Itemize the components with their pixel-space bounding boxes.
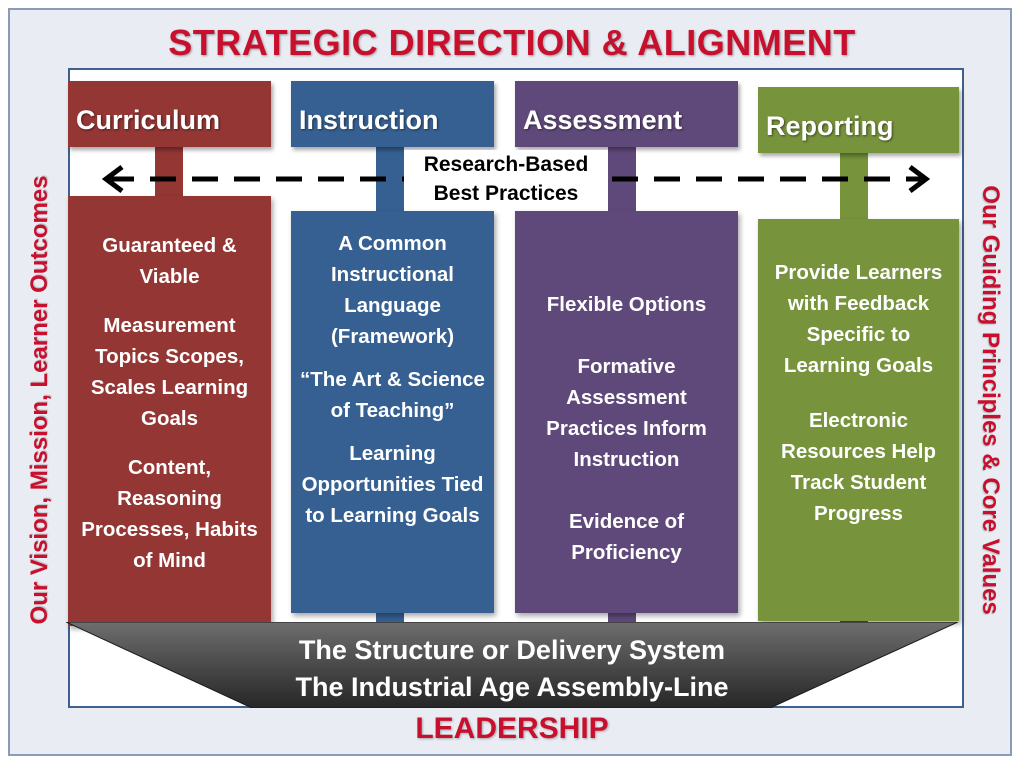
delivery-system-banner <box>66 622 958 708</box>
assessment-item: Flexible Options <box>546 293 707 316</box>
delivery-system-line2: The Industrial Age Assembly-Line <box>295 672 729 702</box>
curriculum-header: Curriculum <box>68 81 271 147</box>
curriculum-item: Guaranteed & Viable <box>102 234 237 288</box>
curriculum-header-label: Curriculum <box>76 105 221 135</box>
assessment-header-label: Assessment <box>523 105 683 135</box>
reporting-item: Provide Learners with Feedback Specific … <box>774 261 943 377</box>
double-headed-dashed-arrow <box>101 165 931 193</box>
curriculum-body: Guaranteed & Viable Measurement Topics S… <box>68 196 271 626</box>
curriculum-item: Content, Reasoning Processes, Habits of … <box>81 456 258 572</box>
instruction-header: Instruction <box>291 81 494 147</box>
instruction-item: A Common Instructional Language (Framewo… <box>330 232 455 348</box>
delivery-system-text: The Structure or Delivery System The Ind… <box>0 632 1024 706</box>
assessment-item: Formative Assessment Practices Inform In… <box>546 355 707 471</box>
assessment-body: Flexible Options Formative Assessment Pr… <box>515 211 738 613</box>
instruction-body: A Common Instructional Language (Framewo… <box>291 211 494 613</box>
instruction-item: Learning Opportunities Tied to Learning … <box>301 442 484 527</box>
curriculum-connector <box>155 146 183 198</box>
reporting-connector <box>840 152 868 220</box>
delivery-system-line1: The Structure or Delivery System <box>298 635 726 665</box>
assessment-header: Assessment <box>515 81 738 147</box>
leadership-label: LEADERSHIP <box>415 712 609 745</box>
reporting-header-label: Reporting <box>766 111 894 141</box>
curriculum-item: Measurement Topics Scopes, Scales Learni… <box>90 314 249 430</box>
reporting-header: Reporting <box>758 87 959 153</box>
reporting-item: Electronic Resources Help Track Student … <box>781 409 936 525</box>
instruction-header-label: Instruction <box>299 105 439 135</box>
research-based-line1: Research-Based <box>423 153 589 176</box>
research-based-line2: Best Practices <box>433 182 579 205</box>
assessment-item: Evidence of Proficiency <box>568 510 685 564</box>
diagram-title: STRATEGIC DIRECTION & ALIGNMENT <box>168 22 856 63</box>
left-side-label: Our Vision, Mission, Learner Outcomes <box>26 175 53 625</box>
instruction-item: “The Art & Science of Teaching” <box>300 368 485 422</box>
right-side-label: Our Guiding Principles & Core Values <box>977 185 1004 615</box>
reporting-body: Provide Learners with Feedback Specific … <box>758 219 959 621</box>
research-based-label: Research-Based Best Practices <box>404 150 608 208</box>
